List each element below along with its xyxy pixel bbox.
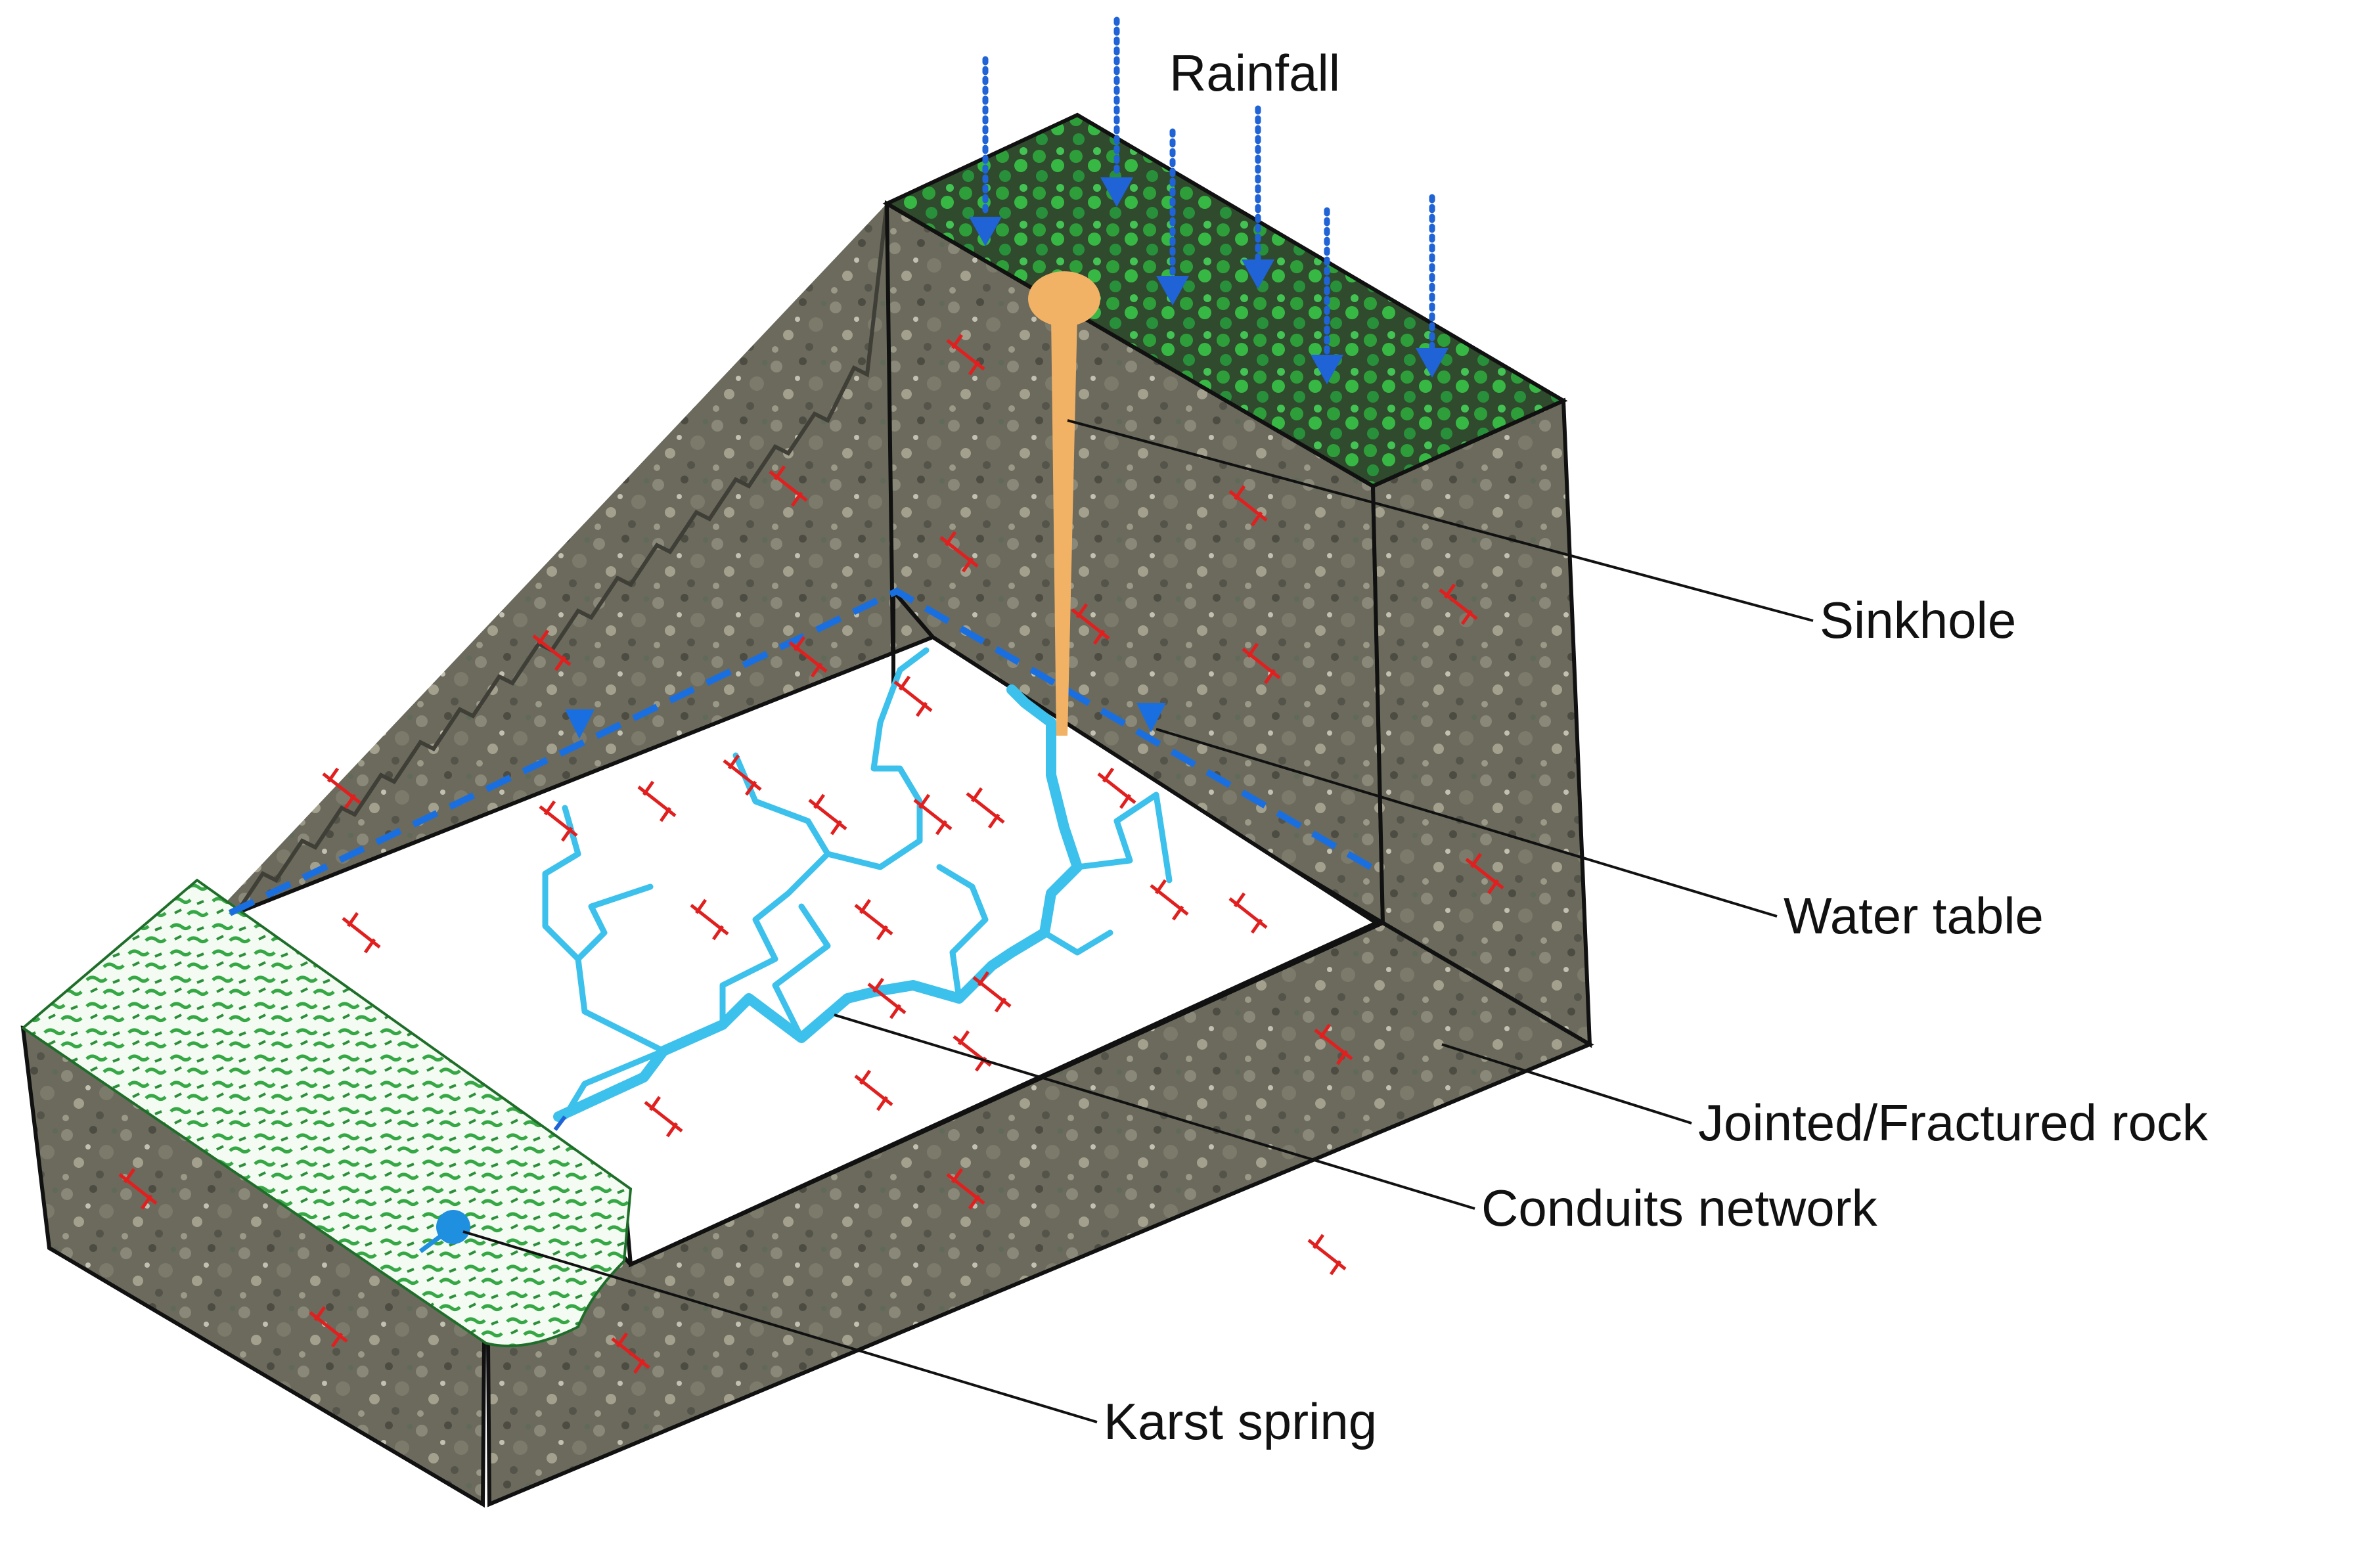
water-table-line — [228, 587, 1378, 916]
conduit-branch-5 — [575, 883, 654, 962]
conduit-outlet — [553, 1115, 567, 1131]
fracture-mark — [723, 754, 762, 796]
fracture-mark — [532, 629, 572, 671]
rain-drop — [1242, 259, 1274, 289]
fracture-mark — [1465, 853, 1504, 895]
conduit-branch-4 — [542, 805, 667, 1054]
label-rainfall: Rainfall — [1169, 44, 1341, 102]
water-table-marker-right — [1136, 703, 1166, 732]
spring-zone — [20, 878, 633, 1348]
fracture-mark — [1439, 583, 1478, 625]
fracture-mark — [946, 334, 985, 376]
fracture-mark — [690, 899, 729, 941]
fracture-mark — [972, 971, 1012, 1013]
conduit-branch-1 — [719, 752, 831, 1028]
fracture-mark — [946, 1168, 985, 1210]
fracture-mark — [966, 787, 1005, 829]
fracture-mark — [342, 912, 381, 954]
fracture-mark — [1314, 1023, 1353, 1065]
karst-spring — [418, 1115, 567, 1253]
rain-drop — [1156, 276, 1189, 305]
fracture-mark — [637, 780, 677, 822]
label-conduits-network: Conduits network — [1481, 1179, 1877, 1237]
fracture-mark — [1150, 879, 1189, 921]
fracture-mark — [539, 800, 578, 842]
fracture-mark — [309, 1306, 348, 1348]
leader-sinkhole — [1067, 419, 1814, 622]
conduit-main — [553, 684, 1083, 1122]
rain-drop — [1416, 348, 1448, 378]
conduits-network — [542, 647, 1173, 1122]
water-table — [228, 587, 1378, 916]
label-karst-spring: Karst spring — [1104, 1393, 1378, 1450]
rain-drop — [969, 217, 1002, 246]
fracture-mark — [854, 899, 893, 941]
fracture-mark — [611, 1332, 650, 1374]
label-jointed-fractured-rock: Jointed/Fractured rock — [1698, 1094, 2209, 1151]
sinkhole-opening — [1028, 271, 1100, 326]
fracture-mark — [867, 977, 907, 1019]
fracture-mark — [854, 1069, 893, 1111]
fracture-mark — [769, 465, 808, 507]
conduit-branch-9 — [1041, 929, 1113, 956]
fracture-mark — [788, 636, 828, 678]
leader-water-table — [1156, 728, 1778, 918]
rock-back-slope — [197, 204, 893, 1025]
fracture-mark — [1307, 1234, 1347, 1276]
fracture-mark — [893, 675, 933, 717]
fracture-mark — [1097, 767, 1136, 809]
label-sinkhole: Sinkhole — [1820, 591, 2017, 649]
leader-conduits — [834, 1014, 1475, 1210]
fracture-mark — [118, 1168, 158, 1210]
leader-rock — [1441, 1043, 1692, 1125]
fracture-mark — [1071, 603, 1110, 645]
conduit-branch-7 — [772, 903, 831, 1041]
rain-drops — [969, 177, 1448, 384]
conduit-branch-2 — [824, 647, 930, 870]
rock-block — [20, 112, 1594, 1508]
fracture-mark — [939, 531, 979, 573]
karst-spring-flow — [418, 1225, 455, 1253]
conduit-branch-6 — [562, 1048, 667, 1120]
conduit-branch-3 — [1074, 792, 1173, 883]
fracture-mark — [913, 793, 953, 836]
fracture-mark — [808, 793, 847, 836]
rainfall — [982, 16, 1435, 358]
leader-spring — [462, 1230, 1098, 1423]
conduit-branch-8 — [936, 864, 989, 1002]
label-water-table: Water table — [1784, 887, 2044, 945]
vegetated-surface — [882, 112, 1568, 489]
fracture-mark — [322, 767, 361, 809]
rain-drop — [1100, 177, 1133, 207]
water-table-marker-left — [565, 709, 595, 739]
leader-lines — [462, 419, 1814, 1423]
fracture-mark — [1228, 892, 1268, 934]
fracture-mark — [644, 1096, 683, 1138]
fracture-mark — [1242, 642, 1281, 684]
rain-drop — [1311, 355, 1343, 384]
fracture-mark — [1228, 485, 1268, 527]
